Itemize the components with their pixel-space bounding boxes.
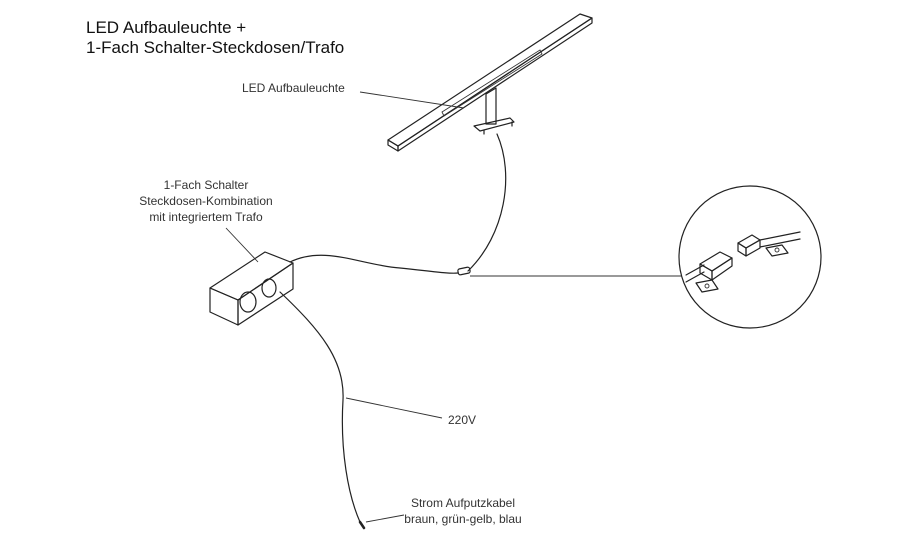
box-cable bbox=[289, 254, 459, 274]
inline-connector bbox=[457, 266, 471, 276]
leader-voltage bbox=[345, 397, 443, 419]
leader-cable bbox=[365, 514, 405, 523]
leader-switch bbox=[225, 227, 259, 263]
power-cable bbox=[279, 291, 361, 523]
label-switch-line-2: Steckdosen-Kombination bbox=[139, 194, 273, 208]
title-line-2: 1-Fach Schalter-Steckdosen/Trafo bbox=[86, 38, 345, 57]
switch-socket-box bbox=[209, 251, 294, 326]
leader-lamp bbox=[359, 91, 465, 109]
label-switch-line-1: 1-Fach Schalter bbox=[163, 178, 249, 192]
label-switch-line-3: mit integriertem Trafo bbox=[149, 210, 263, 224]
title-line-1: LED Aufbauleuchte + bbox=[86, 18, 247, 37]
label-voltage: 220V bbox=[448, 413, 477, 427]
lamp-cable bbox=[467, 133, 507, 272]
label-cable-line-2: braun, grün-gelb, blau bbox=[404, 512, 522, 526]
led-lamp bbox=[387, 13, 593, 152]
label-lamp: LED Aufbauleuchte bbox=[242, 81, 345, 95]
label-cable-line-1: Strom Aufputzkabel bbox=[410, 496, 516, 510]
connector-detail bbox=[678, 185, 822, 329]
